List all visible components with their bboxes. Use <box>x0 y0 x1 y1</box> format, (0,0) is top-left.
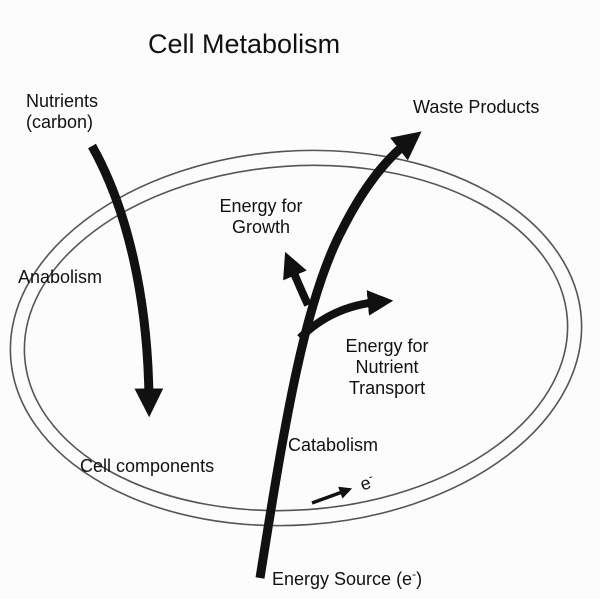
waste-products-label: Waste Products <box>413 97 540 117</box>
energy-transport-label-line1: Energy for <box>345 336 429 356</box>
energy-source-text: Energy Source (e <box>272 569 413 589</box>
outer-membrane <box>9 149 583 527</box>
anabolism-label: Anabolism <box>18 267 103 287</box>
catabolism-label: Catabolism <box>288 435 379 455</box>
anabolism-arrow <box>88 143 164 418</box>
diagram-title: Cell Metabolism <box>148 29 341 59</box>
energy-growth-label-line2: Growth <box>231 217 291 237</box>
energy-transport-branch-arrow <box>297 290 394 341</box>
energy-transport-label-line2: Nutrient <box>355 357 419 377</box>
energy-growth-label-line1: Energy for <box>219 196 303 216</box>
nutrients-label: Nutrients <box>26 91 99 111</box>
nutrients-sublabel: (carbon) <box>26 112 94 132</box>
electron-flow-arrow <box>311 486 353 505</box>
cell-components-label: Cell components <box>80 456 215 476</box>
energy-transport-label-line3: Transport <box>348 378 426 398</box>
energy-source-superscript: - <box>412 567 417 581</box>
energy-growth-branch-arrow <box>283 251 312 307</box>
inner-membrane <box>23 164 569 512</box>
catabolism-main-arrow <box>255 131 422 579</box>
energy-source-close: ) <box>416 569 423 589</box>
energy-source-label: Energy Source (e-) <box>272 564 422 590</box>
